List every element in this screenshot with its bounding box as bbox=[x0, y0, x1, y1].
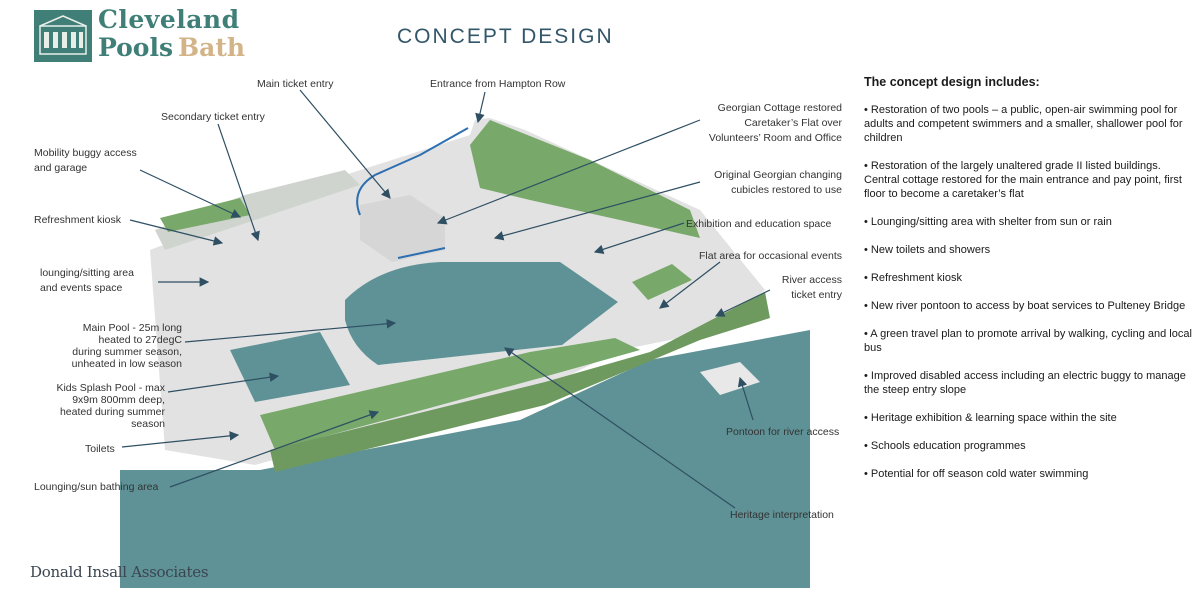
label-cottage-line1: Georgian Cottage restored bbox=[718, 102, 842, 114]
label-kids-pool-line3: heated during summer bbox=[60, 406, 166, 418]
label-main-pool-line3: during summer season, bbox=[72, 346, 182, 358]
leader-main-ticket bbox=[299, 89, 391, 199]
logo-word-cleveland: Cleveland bbox=[98, 5, 240, 34]
label-kids-pool-line2: 9x9m 800mm deep, bbox=[72, 394, 165, 406]
list-item: • New river pontoon to access by boat se… bbox=[864, 300, 1186, 312]
logo-badge-icon bbox=[34, 10, 92, 62]
leader-main-pool bbox=[184, 318, 397, 343]
label-river-access-line1: River access bbox=[782, 274, 842, 286]
label-cottage-line2: Caretaker’s Flat over bbox=[744, 117, 842, 129]
label-lounging-line2: and events space bbox=[40, 282, 122, 294]
list-item: • Restoration of two pools – a public, o… bbox=[864, 104, 1183, 144]
label-hampton: Entrance from Hampton Row bbox=[430, 78, 566, 90]
access-path-arrow bbox=[356, 127, 469, 216]
list-item: • Potential for off season cold water sw… bbox=[864, 468, 1089, 480]
list-item: • A green travel plan to promote arrival… bbox=[864, 328, 1192, 354]
upper-lawn bbox=[160, 198, 250, 232]
label-lounging-line1: lounging/sitting area bbox=[40, 267, 134, 279]
leader-buggy bbox=[139, 169, 242, 218]
flat-events-lawn bbox=[632, 264, 692, 300]
label-main-pool-line2: heated to 27degC bbox=[99, 334, 183, 346]
logo-word-pools: Pools bbox=[98, 33, 174, 62]
label-sunbathing: Lounging/sun bathing area bbox=[34, 481, 159, 493]
leader-kids-pool bbox=[167, 372, 280, 393]
leader-kiosk bbox=[129, 219, 224, 246]
list-item: • New toilets and showers bbox=[864, 244, 991, 256]
main-pool-water bbox=[345, 262, 618, 365]
label-toilets: Toilets bbox=[85, 443, 115, 455]
label-cubicles-line2: cubicles restored to use bbox=[731, 184, 842, 196]
sunbathing-lawn bbox=[260, 338, 640, 450]
river-water bbox=[120, 330, 810, 588]
leader-river-access bbox=[714, 289, 771, 317]
leader-toilets bbox=[121, 431, 240, 448]
label-heritage: Heritage interpretation bbox=[730, 509, 834, 521]
leader-secondary-ticket bbox=[217, 123, 260, 242]
label-pontoon: Pontoon for river access bbox=[726, 426, 839, 438]
site-diagram: Main ticket entry Entrance from Hampton … bbox=[34, 78, 843, 588]
river-bank bbox=[270, 292, 770, 472]
logo-word-bath: Bath bbox=[178, 33, 246, 62]
list-item: • Lounging/sitting area with shelter fro… bbox=[864, 216, 1112, 228]
leader-flat-area bbox=[659, 261, 721, 309]
leader-hampton bbox=[475, 91, 486, 124]
list-item: • Heritage exhibition & learning space w… bbox=[864, 412, 1117, 424]
upper-terrace bbox=[155, 170, 360, 250]
label-buggy-line1: Mobility buggy access bbox=[34, 147, 137, 159]
leader-cottage bbox=[436, 119, 701, 225]
cleveland-pools-logo: Cleveland Pools Bath bbox=[34, 5, 254, 64]
list-item: • Schools education programmes bbox=[864, 440, 1026, 452]
georgian-cottage bbox=[360, 195, 445, 262]
panel-title: The concept design includes: bbox=[864, 75, 1040, 89]
architect-credit: Donald Insall Associates bbox=[30, 563, 209, 581]
leader-exhibition bbox=[593, 222, 685, 254]
page-title: CONCEPT DESIGN bbox=[397, 25, 614, 48]
concept-info-panel: The concept design includes: • Restorati… bbox=[864, 75, 1194, 495]
hillside-green bbox=[470, 120, 700, 238]
label-kiosk: Refreshment kiosk bbox=[34, 214, 122, 226]
pool-walk-arrow bbox=[397, 247, 446, 259]
label-flat-area: Flat area for occasional events bbox=[699, 250, 842, 262]
label-kids-pool-line4: season bbox=[131, 418, 165, 430]
label-river-access-line2: ticket entry bbox=[791, 289, 843, 301]
label-secondary-ticket: Secondary ticket entry bbox=[161, 111, 266, 123]
list-item: • Restoration of the largely unaltered g… bbox=[864, 160, 1182, 200]
leader-pontoon bbox=[737, 376, 754, 421]
label-buggy-line2: and garage bbox=[34, 162, 87, 174]
label-kids-pool-line1: Kids Splash Pool - max bbox=[56, 382, 165, 394]
label-exhibition: Exhibition and education space bbox=[686, 218, 832, 230]
leader-heritage bbox=[504, 347, 736, 509]
leader-cubicles bbox=[493, 181, 701, 241]
label-cubicles-line1: Original Georgian changing bbox=[714, 169, 842, 181]
leader-sunbathing bbox=[169, 410, 380, 488]
label-cottage-line3: Volunteers’ Room and Office bbox=[709, 132, 842, 144]
kids-pool-water bbox=[230, 332, 350, 402]
list-item: • Improved disabled access including an … bbox=[864, 370, 1186, 396]
label-main-pool-line4: unheated in low season bbox=[72, 358, 182, 370]
list-item: • Refreshment kiosk bbox=[864, 272, 962, 284]
concept-list: • Restoration of two pools – a public, o… bbox=[864, 103, 1194, 481]
label-main-pool-line1: Main Pool - 25m long bbox=[83, 322, 182, 334]
label-main-ticket: Main ticket entry bbox=[257, 78, 334, 90]
